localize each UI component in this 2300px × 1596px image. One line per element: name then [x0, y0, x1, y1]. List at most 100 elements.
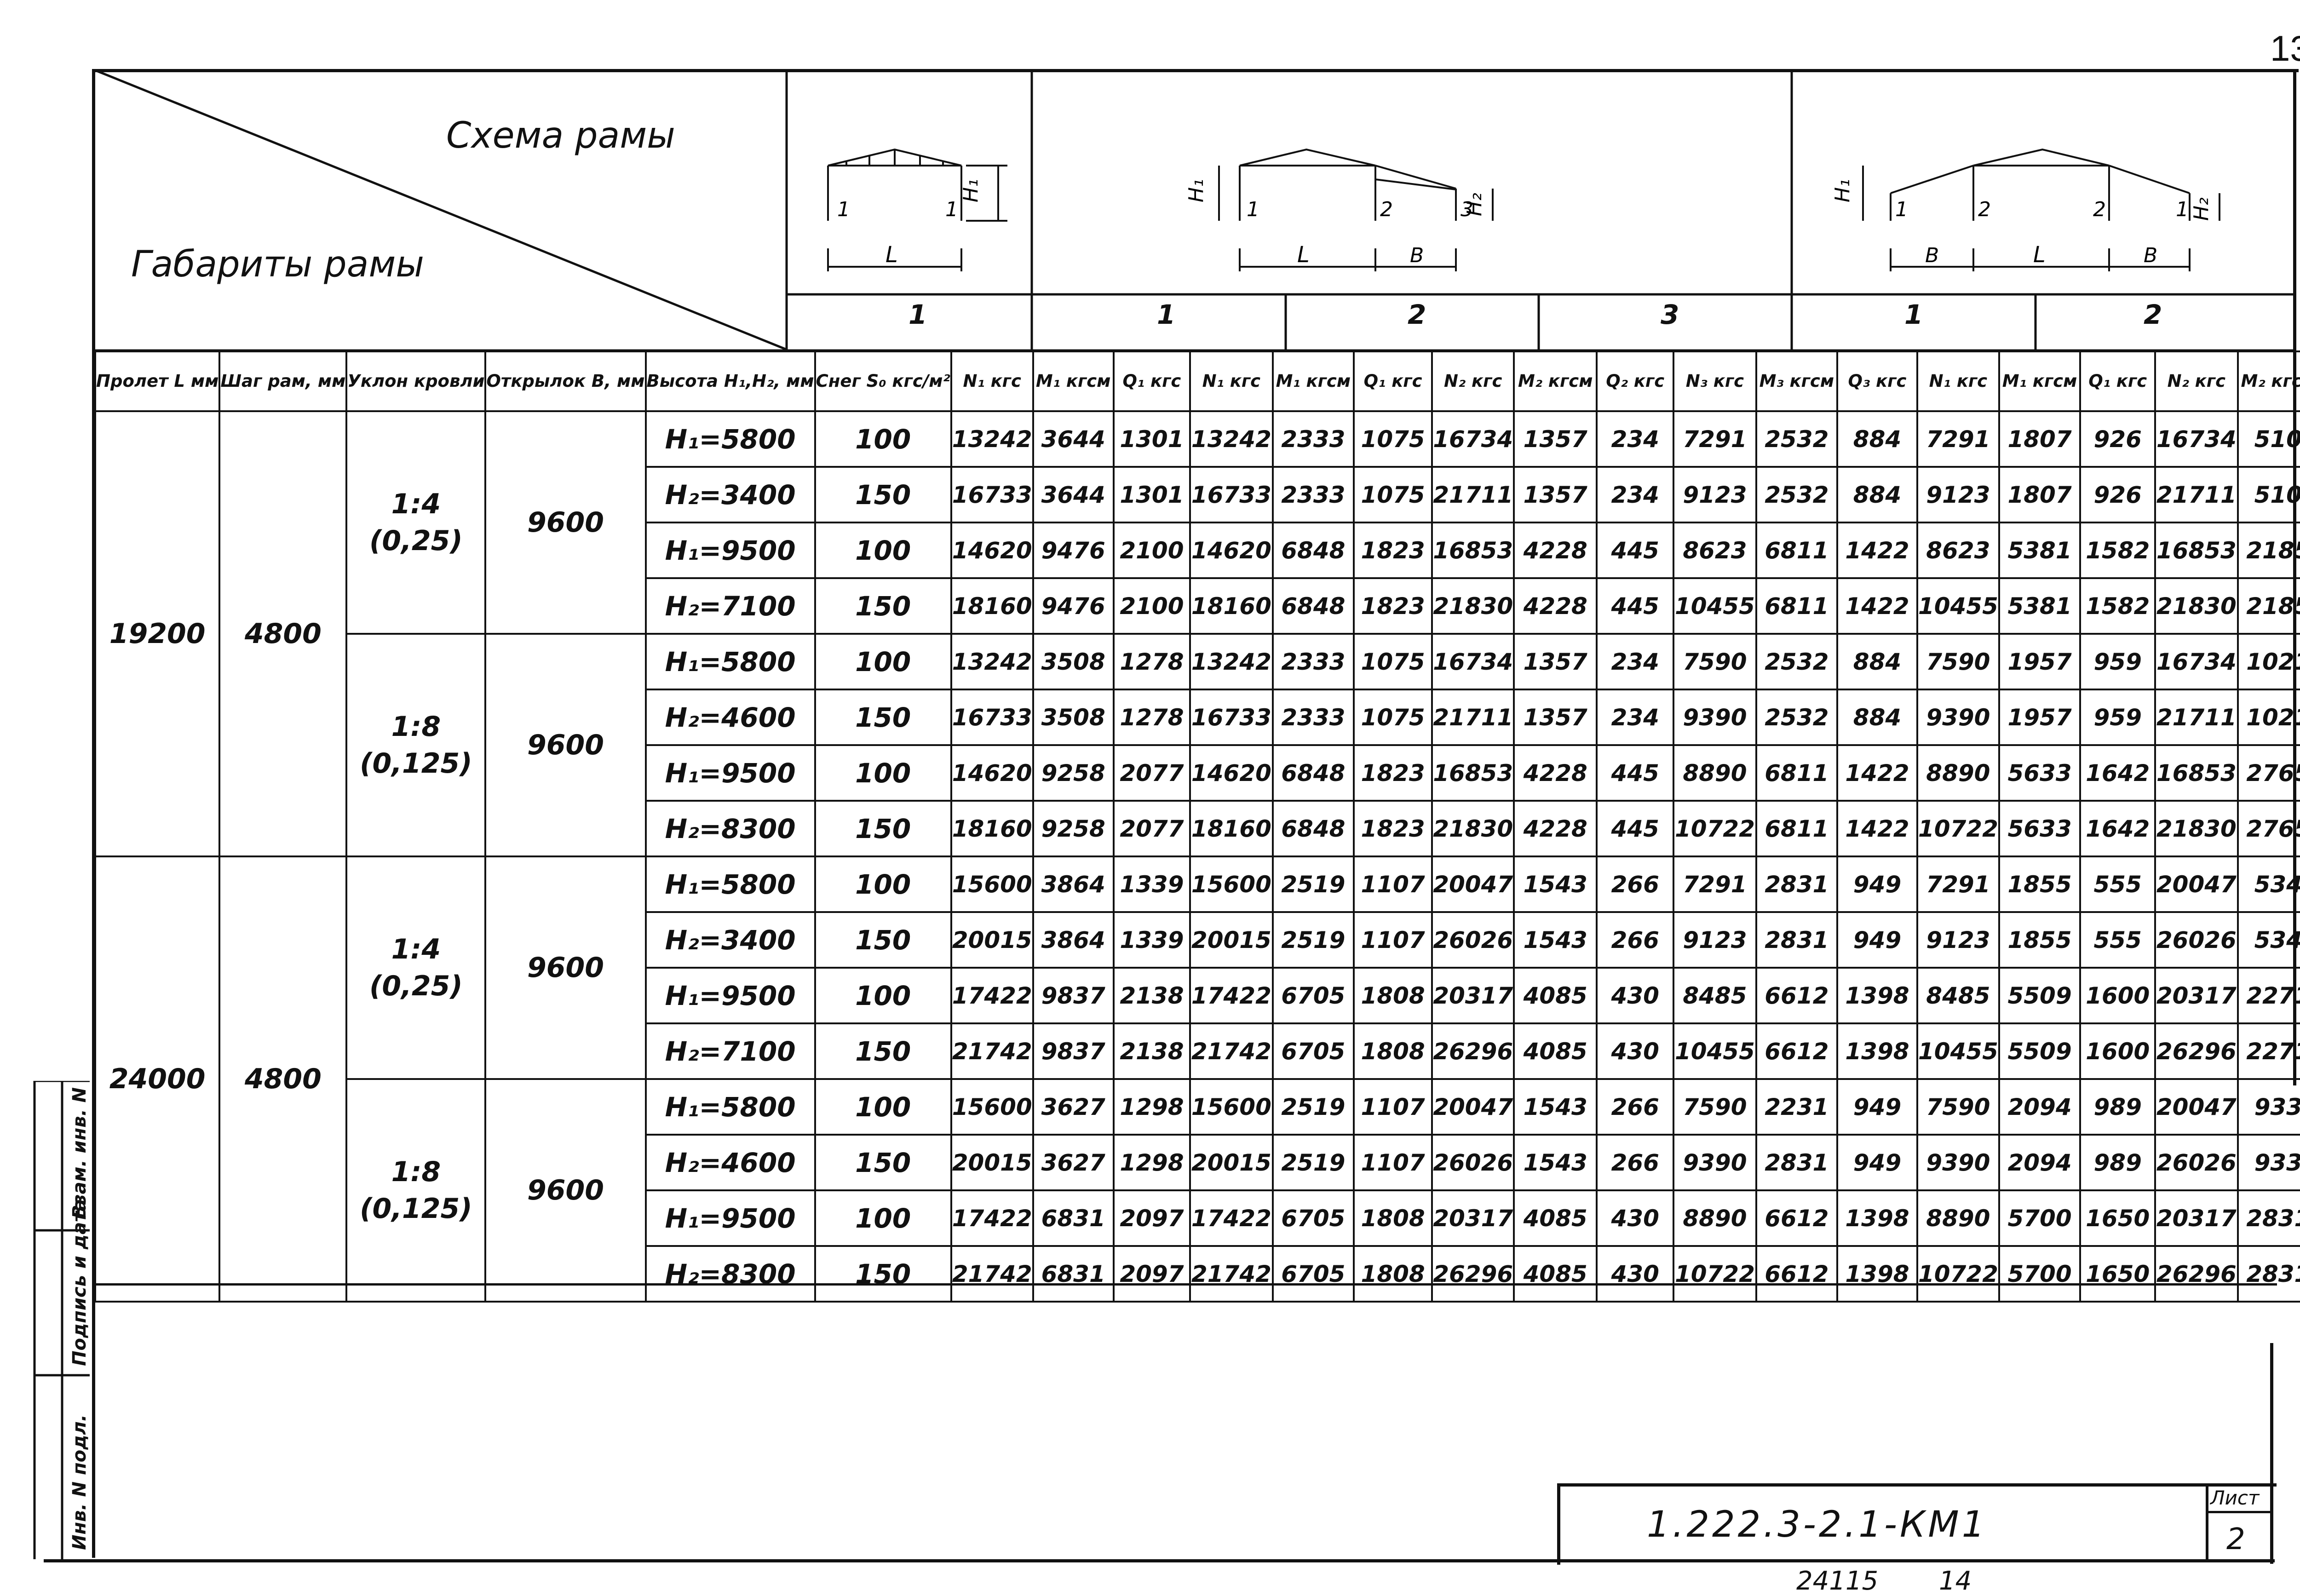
- value-cell: 20015: [950, 911, 1034, 969]
- column-header: Q₁ кгс: [2079, 350, 2156, 412]
- value-cell: 13242: [1189, 410, 1274, 468]
- value-cell: 6705: [1271, 1022, 1355, 1080]
- svg-text:L: L: [1297, 242, 1310, 268]
- value-cell: 1398: [1836, 1245, 1918, 1303]
- value-cell: 9390: [1916, 689, 2000, 746]
- slope-cell: 1:8(0,125): [345, 1078, 487, 1303]
- snow-cell: 150: [814, 466, 952, 523]
- value-cell: 17422: [950, 967, 1034, 1024]
- value-cell: 1855: [1998, 855, 2082, 913]
- column-header: Пролет L мм: [94, 350, 221, 412]
- archive-number-2: 14: [1939, 1566, 1972, 1596]
- slope-cell: 1:4(0,25): [345, 855, 487, 1080]
- value-cell: 6848: [1271, 522, 1355, 579]
- value-cell: 510: [2237, 410, 2300, 468]
- value-cell: 933: [2237, 1078, 2300, 1136]
- value-cell: 26026: [1431, 911, 1515, 969]
- value-cell: 2333: [1271, 466, 1355, 523]
- snow-cell: 100: [814, 633, 952, 690]
- value-cell: 26296: [2154, 1022, 2239, 1080]
- svg-text:L: L: [886, 242, 898, 268]
- column-header: Открылок B, мм: [484, 350, 647, 412]
- svg-text:2: 2: [2093, 198, 2106, 221]
- value-cell: 1823: [1353, 800, 1433, 857]
- variant-label: 2: [1408, 299, 1426, 330]
- value-cell: 266: [1596, 1134, 1675, 1191]
- snow-cell: 100: [814, 855, 952, 913]
- value-cell: 1582: [2079, 522, 2156, 579]
- svg-text:H₂: H₂: [1463, 193, 1486, 216]
- value-cell: 21742: [950, 1245, 1034, 1303]
- value-cell: 1808: [1353, 1022, 1433, 1080]
- value-cell: 20015: [1189, 1134, 1274, 1191]
- value-cell: 16853: [2154, 522, 2239, 579]
- value-cell: 16733: [1189, 466, 1274, 523]
- schema-title: Схема рамы: [446, 115, 675, 156]
- value-cell: 1957: [1998, 689, 2082, 746]
- variant-label: 1: [1904, 299, 1923, 330]
- value-cell: 10722: [1673, 1245, 1757, 1303]
- value-cell: 6848: [1271, 744, 1355, 802]
- value-cell: 2532: [1755, 410, 1839, 468]
- snow-cell: 150: [814, 1245, 952, 1303]
- column-header: N₂ кгс: [2154, 350, 2239, 412]
- value-cell: 9123: [1916, 466, 2000, 523]
- value-cell: 2094: [1998, 1134, 2082, 1191]
- snow-cell: 150: [814, 1022, 952, 1080]
- value-cell: 2532: [1755, 633, 1839, 690]
- value-cell: 1807: [1998, 466, 2082, 523]
- value-cell: 7590: [1673, 1078, 1757, 1136]
- value-cell: 16734: [2154, 633, 2239, 690]
- value-cell: 18160: [950, 800, 1034, 857]
- value-cell: 884: [1836, 633, 1918, 690]
- value-cell: 2094: [1998, 1078, 2082, 1136]
- value-cell: 534: [2237, 855, 2300, 913]
- height-cell: H₁=9500: [644, 744, 816, 802]
- value-cell: 2097: [1112, 1189, 1191, 1247]
- value-cell: 534: [2237, 911, 2300, 969]
- value-cell: 7590: [1673, 633, 1757, 690]
- side-text-inventory: Инв. N подл.: [69, 1414, 90, 1550]
- value-cell: 1600: [2079, 1022, 2156, 1080]
- value-cell: 20015: [1189, 911, 1274, 969]
- value-cell: 2519: [1271, 1078, 1355, 1136]
- step-cell: 4800: [218, 855, 348, 1303]
- value-cell: 1650: [2079, 1189, 2156, 1247]
- slope-ratio: 1:8: [391, 711, 441, 743]
- value-cell: 6612: [1755, 1022, 1839, 1080]
- value-cell: 15600: [950, 855, 1034, 913]
- value-cell: 16853: [1431, 522, 1515, 579]
- value-cell: 1357: [1513, 466, 1598, 523]
- value-cell: 1543: [1513, 911, 1598, 969]
- svg-text:1: 1: [2176, 198, 2189, 221]
- height-cell: H₂=3400: [644, 466, 816, 523]
- side-strip: Взам. инв. N Подпись и дата Инв. N подл.: [25, 1081, 90, 1559]
- column-header: Q₁ кгс: [1353, 350, 1433, 412]
- value-cell: 20015: [950, 1134, 1034, 1191]
- value-cell: 3508: [1032, 633, 1115, 690]
- value-cell: 959: [2079, 689, 2156, 746]
- value-cell: 430: [1596, 967, 1675, 1024]
- value-cell: 1543: [1513, 1134, 1598, 1191]
- value-cell: 21742: [1189, 1245, 1274, 1303]
- column-header: Высота H₁,H₂, мм: [644, 350, 816, 412]
- snow-cell: 150: [814, 911, 952, 969]
- page-number: 13: [2270, 28, 2300, 69]
- snow-cell: 150: [814, 800, 952, 857]
- value-cell: 6612: [1755, 967, 1839, 1024]
- variant-label: 1: [1157, 299, 1176, 330]
- value-cell: 430: [1596, 1189, 1675, 1247]
- column-header: M₁ кгсм: [1032, 350, 1115, 412]
- snow-cell: 100: [814, 744, 952, 802]
- value-cell: 6705: [1271, 1189, 1355, 1247]
- value-cell: 1278: [1112, 633, 1191, 690]
- value-cell: 2519: [1271, 911, 1355, 969]
- value-cell: 5381: [1998, 577, 2082, 635]
- gabarit-title: Габариты рамы: [131, 244, 424, 285]
